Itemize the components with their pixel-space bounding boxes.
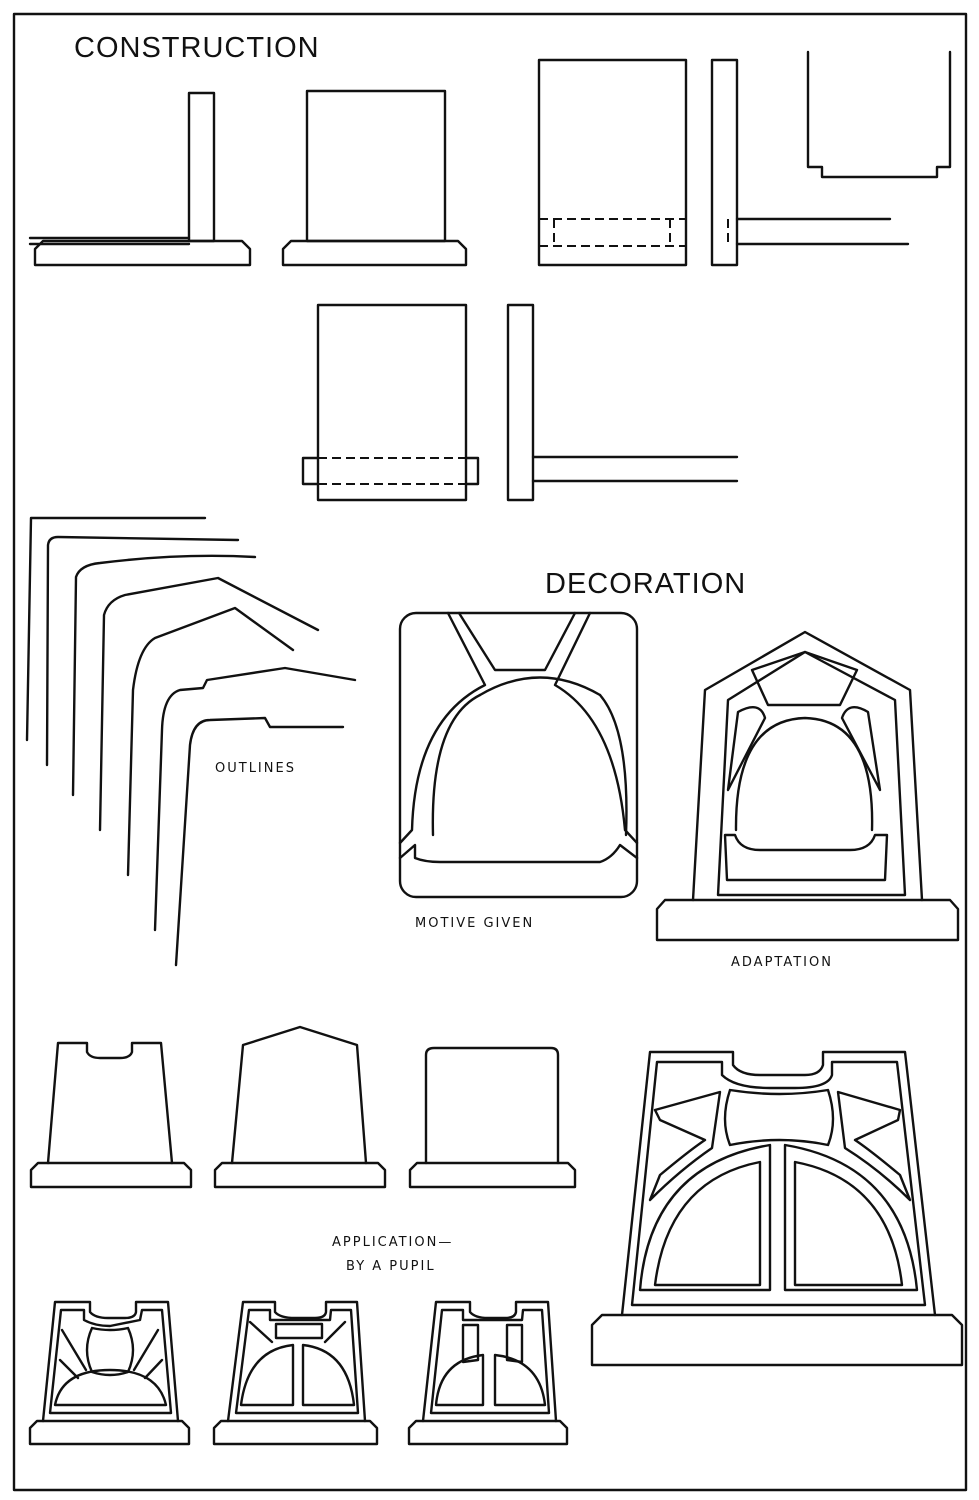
construction-panel-side bbox=[710, 58, 910, 267]
plate-border bbox=[12, 12, 968, 1492]
blank-form-notched bbox=[29, 1041, 193, 1189]
construction-panel-on-base bbox=[281, 89, 468, 267]
outline-variations bbox=[25, 516, 357, 967]
decoration-heading: DECORATION bbox=[545, 568, 746, 600]
blank-form-gabled bbox=[213, 1025, 387, 1189]
adaptation-figure bbox=[655, 630, 960, 942]
pupil-application-2 bbox=[212, 1300, 379, 1446]
construction-post-on-base bbox=[28, 91, 252, 267]
adaptation-label: ADAPTATION bbox=[731, 955, 833, 970]
large-application-figure bbox=[590, 1050, 964, 1367]
outlines-label: OUTLINES bbox=[215, 761, 296, 776]
pupil-application-1 bbox=[28, 1300, 191, 1446]
construction-notched-outline bbox=[806, 50, 952, 179]
pupil-application-3 bbox=[407, 1300, 569, 1446]
construction-tenon-front bbox=[301, 303, 480, 502]
construction-panel-front-dashed bbox=[537, 58, 688, 267]
construction-heading: CONSTRUCTION bbox=[74, 32, 320, 64]
application-label-line1: APPLICATION— bbox=[332, 1235, 453, 1250]
construction-tenon-side bbox=[506, 303, 739, 502]
motive-given-figure bbox=[398, 611, 639, 899]
motive-given-label: MOTIVE GIVEN bbox=[415, 916, 534, 931]
application-label-line2: BY A PUPIL bbox=[346, 1259, 436, 1274]
blank-form-square bbox=[408, 1046, 577, 1189]
